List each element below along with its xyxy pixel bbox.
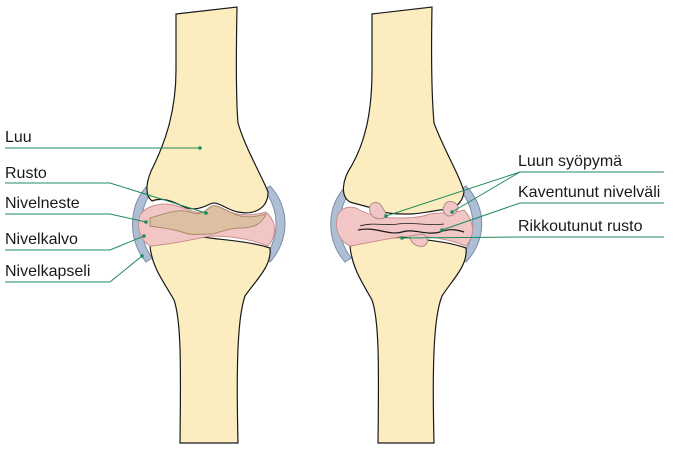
left-knee — [133, 7, 286, 443]
dot-bone-erosion-2 — [450, 210, 454, 214]
left-femur — [147, 7, 268, 213]
dot-bone-erosion-1 — [384, 214, 388, 218]
label-synovial-fluid: Nivelneste — [5, 195, 80, 212]
dot-narrowed-joint-space — [440, 228, 444, 232]
right-knee — [331, 7, 482, 443]
dot-synovial-fluid — [144, 220, 148, 224]
label-narrowed-joint-space: Kaventunut nivelväli — [518, 184, 660, 201]
dot-synovial-membrane — [142, 234, 146, 238]
leader-synovial-fluid — [5, 214, 146, 222]
dot-damaged-cartilage — [400, 236, 404, 240]
left-tibia — [150, 237, 270, 443]
label-cartilage: Rusto — [5, 165, 47, 182]
dot-joint-capsule — [140, 254, 144, 258]
label-damaged-cartilage: Rikkoutunut rusto — [518, 218, 643, 235]
label-bone: Luu — [5, 129, 32, 146]
label-joint-capsule: Nivelkapseli — [5, 263, 90, 280]
dot-bone — [198, 146, 202, 150]
right-tibia — [350, 237, 466, 443]
right-femur — [343, 7, 464, 214]
label-bone-erosion: Luun syöpymä — [518, 153, 622, 170]
label-synovial-membrane: Nivelkalvo — [5, 231, 78, 248]
dot-cartilage — [204, 211, 208, 215]
